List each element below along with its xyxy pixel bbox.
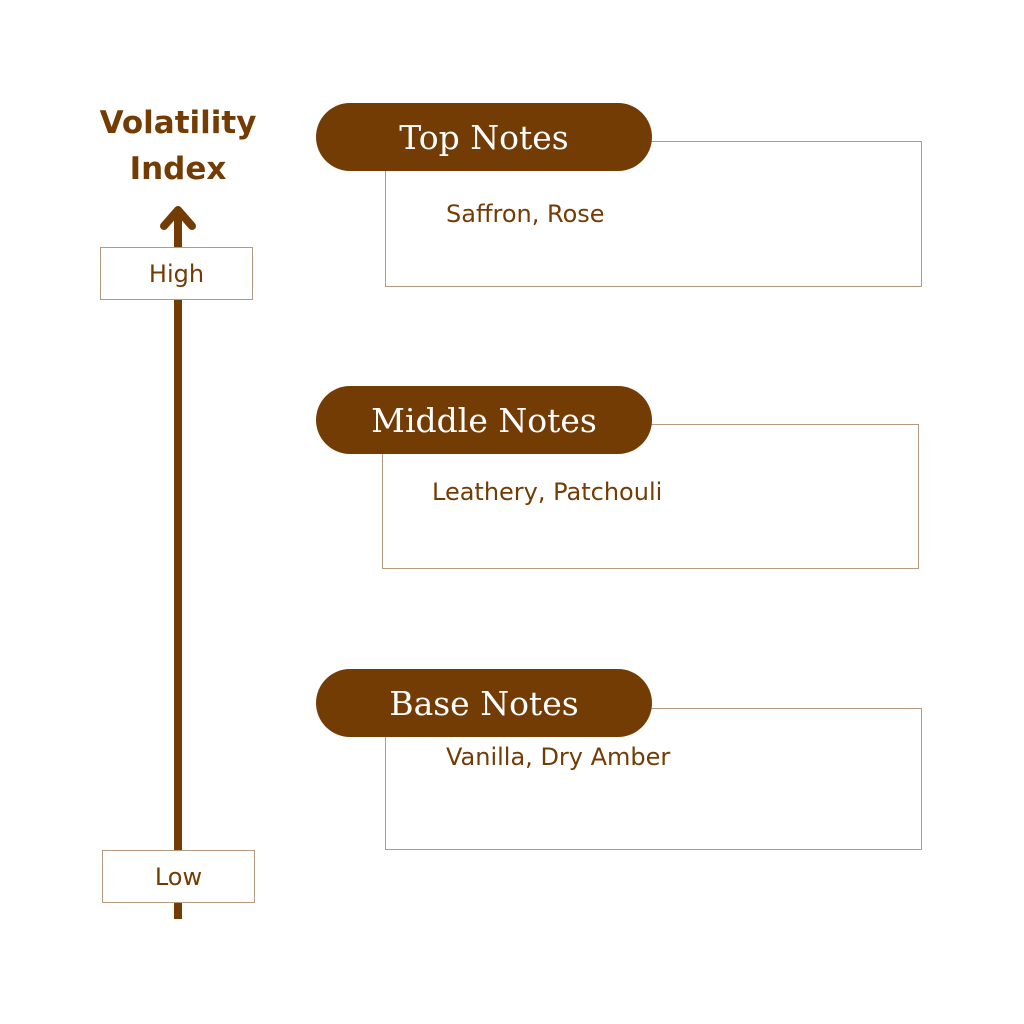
axis-title-line2: Index [129,151,227,187]
axis-title: Volatility Index [78,100,278,192]
base-notes-header: Base Notes [316,669,652,737]
high-label: High [100,247,253,300]
arrow-up-icon [160,206,196,230]
middle-notes-header: Middle Notes [316,386,652,454]
base-notes-list: Vanilla, Dry Amber [446,743,671,771]
low-label: Low [102,850,255,903]
volatility-axis-line [174,212,182,919]
axis-title-line1: Volatility [99,105,257,141]
top-notes-header: Top Notes [316,103,652,171]
top-notes-list: Saffron, Rose [446,200,605,228]
middle-notes-list: Leathery, Patchouli [432,478,663,506]
